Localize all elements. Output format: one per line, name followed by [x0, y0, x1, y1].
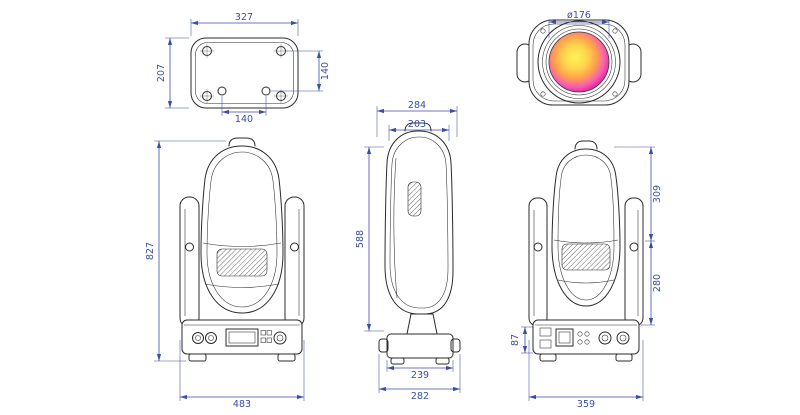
dim-label-overall-height: 827 — [145, 242, 156, 260]
dim-label-base-depth: 207 — [156, 64, 167, 82]
base-menu-buttons — [260, 330, 272, 343]
dim-hole-spacing-vertical: 140 — [271, 50, 331, 92]
dim-overall-width: 483 — [179, 340, 305, 410]
rear-power-socket-top — [539, 327, 552, 337]
dim-label-base-width: 327 — [235, 12, 253, 23]
dim-label-base-length: 239 — [411, 370, 429, 381]
dim-label-body-height: 588 — [355, 230, 366, 248]
rear-dmx-connectors — [598, 331, 630, 345]
rear-power-socket-bottom — [539, 339, 552, 349]
dim-hole-spacing-horizontal: 140 — [221, 96, 267, 125]
dim-label-base-overall-depth: 282 — [411, 391, 429, 402]
base-display — [225, 328, 259, 347]
side-yoke-arm — [406, 313, 438, 335]
lens-glass — [548, 31, 610, 93]
lens-front-view: ø176 — [516, 10, 642, 106]
yoke-arm-right — [284, 196, 305, 328]
tilt-lock-knob-left — [185, 242, 194, 252]
rear-foot-right — [615, 353, 633, 362]
dim-base-height: 87 — [510, 326, 533, 354]
side-foot-front — [390, 357, 405, 365]
dim-overall-height: 827 — [145, 140, 226, 362]
rear-tilt-knob-right — [629, 242, 639, 252]
head-vent-grille — [216, 248, 268, 277]
lens-bezel-mid-ring — [542, 25, 616, 99]
dim-base-overall-depth: 282 — [378, 354, 461, 402]
base-display-screen — [228, 331, 256, 344]
dim-body-depth: 203 — [388, 119, 450, 141]
dim-label-head-height: 309 — [652, 185, 663, 203]
head-seam-upper — [202, 242, 282, 247]
dim-label-base-height: 87 — [510, 334, 521, 346]
dim-base-depth: 207 — [156, 37, 189, 109]
rear-yoke-arm-right — [624, 197, 644, 327]
mounting-holes — [217, 86, 271, 96]
front-view: 827 483 — [145, 137, 305, 410]
foot-right — [277, 353, 296, 362]
rear-head-handle — [574, 140, 598, 150]
side-view: 284 203 588 239 282 — [355, 100, 461, 402]
lens-bezel-inner-ring — [545, 28, 613, 96]
side-head-outline — [384, 130, 454, 315]
dim-label-rear-width: 359 — [577, 399, 595, 410]
dim-label-hole-spacing-horizontal: 140 — [235, 114, 253, 125]
head-corner-screws — [540, 28, 618, 97]
rear-menu-buttons — [577, 331, 590, 345]
dim-label-head-depth: 284 — [408, 100, 426, 111]
side-head-handle — [404, 122, 432, 132]
rear-head-inner-contour — [557, 154, 615, 301]
base-connectors-left — [192, 332, 217, 344]
side-foot-rear — [435, 357, 450, 365]
rear-head-seam-upper — [553, 239, 619, 244]
rear-tilt-knob-left — [533, 242, 543, 252]
dim-lens-diameter: ø176 — [548, 10, 610, 38]
tilt-lock-knob-right — [290, 242, 299, 252]
dim-label-lower-height: 280 — [652, 274, 663, 292]
dim-base-width: 327 — [190, 12, 299, 36]
base-top-inner-outline — [195, 42, 294, 104]
side-base-handle-rear — [450, 338, 461, 353]
rear-vent-grille — [561, 243, 611, 271]
foot-left — [188, 353, 207, 362]
rear-head-seam-lower — [557, 279, 615, 284]
dim-label-lens-diameter: ø176 — [567, 10, 591, 21]
rear-yoke-arm-left — [528, 197, 548, 327]
dim-lower-height: 280 — [641, 241, 663, 326]
rear-view: 309 280 87 359 — [510, 140, 663, 410]
rear-foot-left — [539, 353, 557, 362]
rear-display — [555, 328, 574, 347]
side-head-inner-contour — [389, 136, 449, 309]
dim-body-height: 588 — [355, 146, 384, 332]
dim-label-hole-spacing-vertical: 140 — [320, 62, 331, 80]
head-inner-contour — [206, 151, 278, 308]
head-top-handle — [228, 137, 256, 147]
rear-display-screen — [558, 331, 571, 344]
side-base-handle-front — [378, 338, 389, 353]
head-seam-lower — [204, 283, 280, 288]
dim-rear-width: 359 — [528, 340, 644, 410]
side-head-panel-line — [393, 157, 398, 299]
side-head-grip — [407, 181, 422, 217]
dim-head-depth: 284 — [376, 100, 458, 137]
dim-label-overall-width: 483 — [233, 399, 251, 410]
corner-screws — [200, 44, 288, 103]
yoke-arm-left — [179, 196, 200, 328]
base-front-outline — [181, 319, 303, 355]
base-connector-right — [273, 331, 287, 345]
dim-label-body-depth: 203 — [408, 119, 426, 130]
side-base-outline — [386, 333, 454, 359]
dim-base-length: 239 — [386, 360, 454, 381]
base-top-view: 327 207 140 140 — [156, 12, 331, 125]
